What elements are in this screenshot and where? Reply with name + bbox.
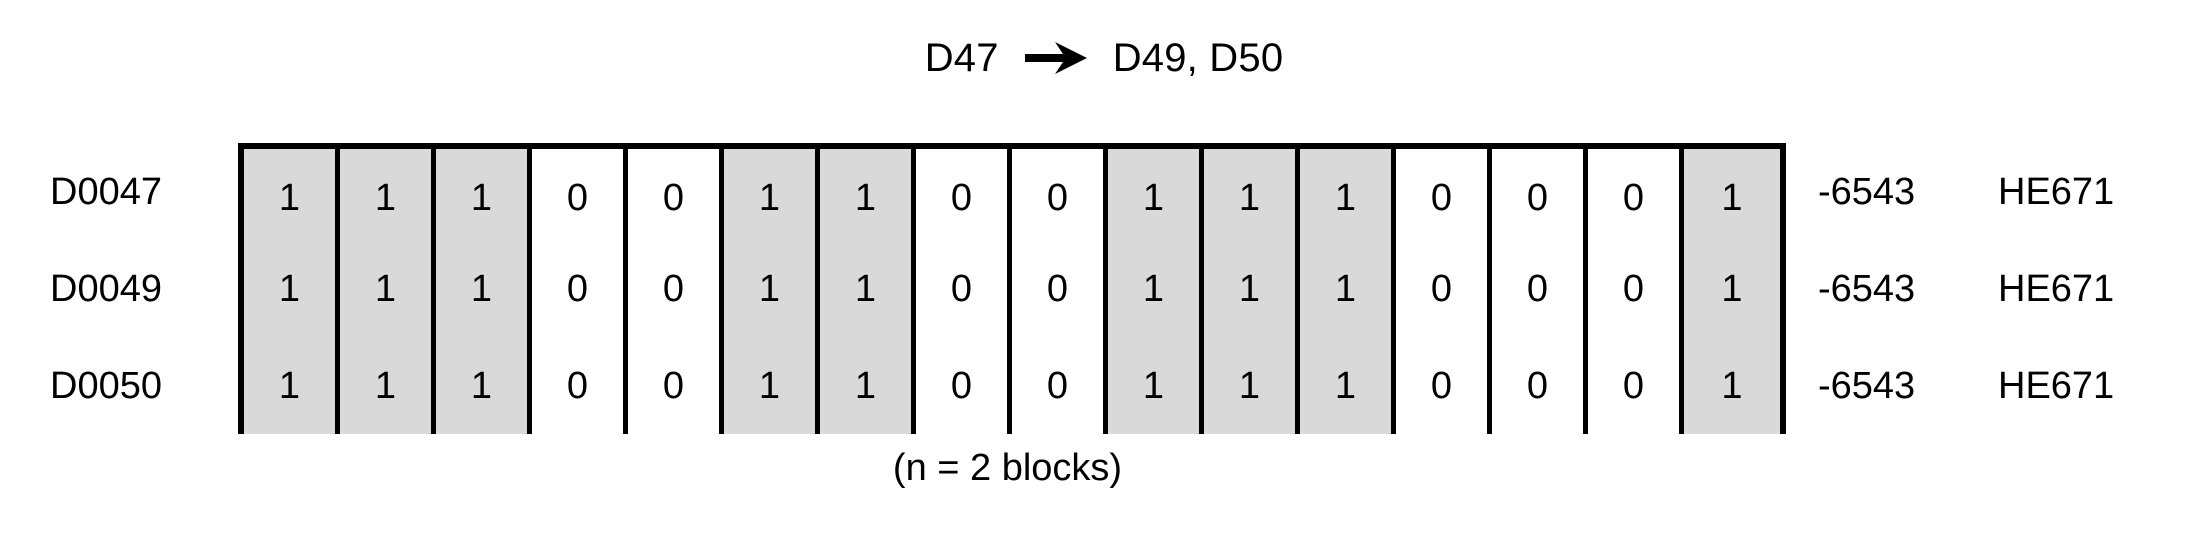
row-value: -6543 (1818, 267, 1916, 310)
bit-cell: 1 (1204, 337, 1300, 434)
bit-cell: 1 (1300, 240, 1396, 337)
bit-cell: 1 (820, 337, 916, 434)
title-targets-label: D49, D50 (1112, 36, 1284, 80)
row-cells: 1 1 1 0 0 1 1 0 0 1 1 1 0 0 0 1 (238, 143, 1786, 246)
bit-cell: 1 (724, 149, 820, 246)
bit-cell: 0 (628, 149, 724, 246)
bit-cell: 0 (1492, 240, 1588, 337)
figure-caption: (n = 2 blocks) (892, 447, 1123, 489)
row-code: HE671 (1998, 364, 2115, 407)
row-label: D0050 (50, 364, 162, 407)
bit-cell: 0 (1492, 149, 1588, 246)
bit-cell: 1 (1300, 149, 1396, 246)
row-label: D0049 (50, 267, 162, 310)
bit-cell: 0 (1492, 337, 1588, 434)
bit-cell: 0 (1588, 337, 1684, 434)
row-meta: -6543 HE671 (1818, 143, 2114, 240)
row-meta: -6543 HE671 (1818, 337, 2114, 434)
bit-cell: 0 (532, 149, 628, 246)
bit-cell: 1 (724, 240, 820, 337)
bit-cell: 1 (244, 149, 340, 246)
arrow-right-icon (1024, 38, 1087, 78)
row-cells: 1 1 1 0 0 1 1 0 0 1 1 1 0 0 0 1 (238, 337, 1786, 434)
bit-cell: 0 (1396, 337, 1492, 434)
bit-cell: 0 (1588, 240, 1684, 337)
bit-cell: 1 (244, 240, 340, 337)
bit-cell: 0 (1588, 149, 1684, 246)
bit-cell: 0 (1012, 240, 1108, 337)
bit-cell: 0 (532, 337, 628, 434)
bit-cell: 1 (340, 337, 436, 434)
bit-cell: 0 (532, 240, 628, 337)
bit-cell: 1 (1204, 240, 1300, 337)
row-meta: -6543 HE671 (1818, 240, 2114, 337)
table-row: D0050 1 1 1 0 0 1 1 0 0 1 1 1 0 0 0 1 -6… (0, 337, 2208, 434)
bit-cell: 0 (1396, 240, 1492, 337)
bit-cell: 1 (1204, 149, 1300, 246)
bit-table: D0047 1 1 1 0 0 1 1 0 0 1 1 1 0 0 0 1 -6… (0, 143, 2208, 434)
bit-cell: 0 (628, 337, 724, 434)
table-row: D0047 1 1 1 0 0 1 1 0 0 1 1 1 0 0 0 1 -6… (0, 143, 2208, 246)
bit-cell: 1 (1108, 240, 1204, 337)
bit-cell: 0 (628, 240, 724, 337)
row-label: D0047 (50, 170, 162, 213)
bit-cell: 1 (436, 337, 532, 434)
bit-cell: 1 (340, 149, 436, 246)
bit-cell: 1 (1684, 240, 1780, 337)
bit-cell: 1 (1684, 149, 1780, 246)
bit-cell: 0 (916, 337, 1012, 434)
bit-cell: 1 (820, 149, 916, 246)
title-source-label: D47 (924, 36, 999, 80)
figure-title: D47 D49, D50 (0, 38, 2208, 78)
row-code: HE671 (1998, 170, 2115, 213)
bit-cell: 0 (1012, 149, 1108, 246)
bit-cell: 0 (916, 149, 1012, 246)
bit-cell: 1 (436, 149, 532, 246)
bit-cell: 1 (724, 337, 820, 434)
row-value: -6543 (1818, 170, 1916, 213)
bit-cell: 1 (1684, 337, 1780, 434)
row-code: HE671 (1998, 267, 2115, 310)
bit-cell: 0 (1396, 149, 1492, 246)
bit-cell: 1 (1108, 149, 1204, 246)
bit-cell: 0 (916, 240, 1012, 337)
bit-cell: 1 (244, 337, 340, 434)
bit-cell: 1 (1300, 337, 1396, 434)
bit-cell: 1 (340, 240, 436, 337)
bit-cell: 1 (436, 240, 532, 337)
bit-cell: 0 (1012, 337, 1108, 434)
row-cells: 1 1 1 0 0 1 1 0 0 1 1 1 0 0 0 1 (238, 240, 1786, 337)
bit-cell: 1 (820, 240, 916, 337)
table-row: D0049 1 1 1 0 0 1 1 0 0 1 1 1 0 0 0 1 -6… (0, 240, 2208, 337)
bit-cell: 1 (1108, 337, 1204, 434)
row-value: -6543 (1818, 364, 1916, 407)
